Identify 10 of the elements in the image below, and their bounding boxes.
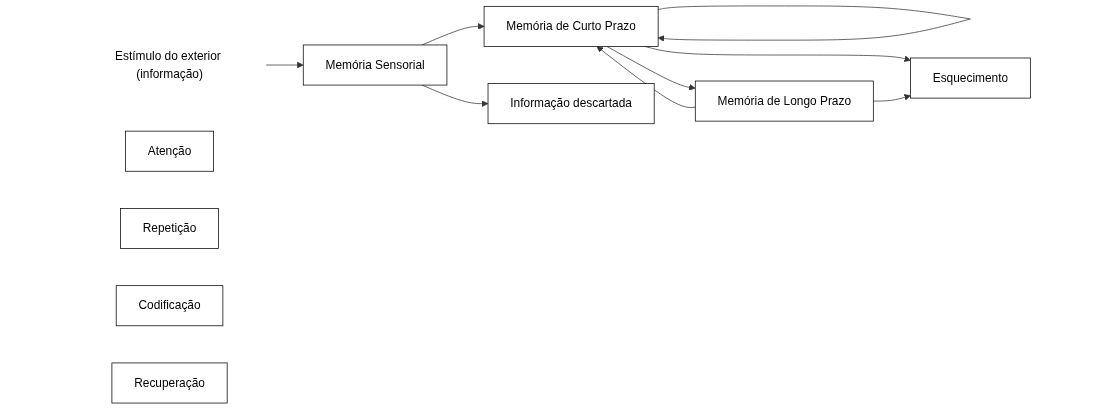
node-box: Repetição: [120, 208, 220, 249]
node-box: Atenção: [125, 130, 215, 172]
node-box: Informação descartada: [488, 83, 655, 125]
node-box: Memória de Longo Prazo: [695, 80, 875, 122]
node-box: Memória Sensorial: [303, 44, 448, 86]
node-box: Recuperação: [111, 362, 228, 404]
node-text: Estímulo do exterior (informação): [115, 49, 222, 80]
node-box: Esquecimento: [910, 57, 1032, 99]
node-box: Memória de Curto Prazo: [484, 5, 659, 47]
node-box: Codificação: [116, 285, 224, 327]
